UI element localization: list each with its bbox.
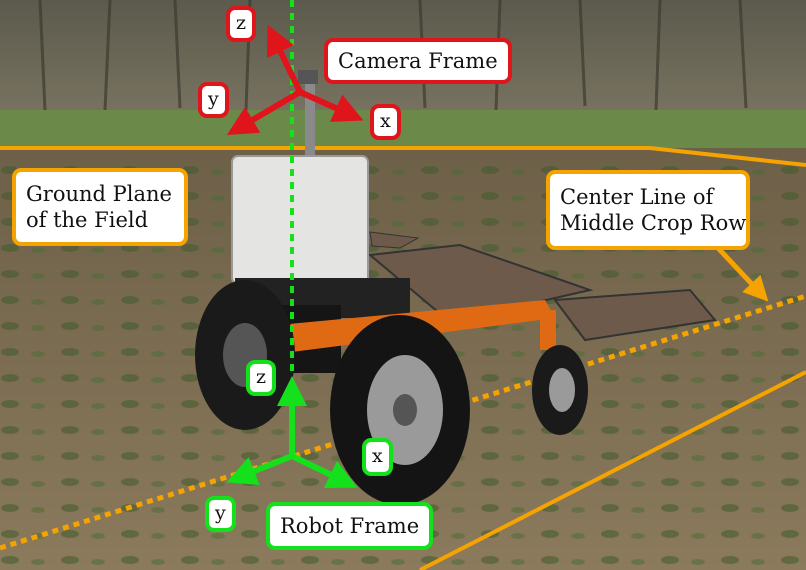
robot-y-label: y [205,496,236,532]
camera-frame-axes [226,24,364,136]
robot-x-axis [290,453,358,489]
camera-y-axis [226,89,302,136]
camera-z-label: z [226,6,257,42]
camera-x-axis [298,89,364,122]
robot-z-label: z [246,360,277,396]
robot-frame-title: Robot Frame [266,502,434,550]
ground-plane-label-line1: Ground Plane [26,181,172,206]
camera-z-axis [266,24,303,94]
crop-row-label: Center Line of Middle Crop Row [546,170,750,250]
ground-plane-label-line2: of the Field [26,208,149,232]
ground-plane-label: Ground Plane of the Field [12,168,188,246]
robot-frame-axes [226,376,358,489]
crop-row-label-line2: Middle Crop Row [560,211,747,235]
camera-frame-title: Camera Frame [324,38,512,84]
ground-plane-edge [419,370,806,570]
robot-x-label: x [362,438,393,476]
robot-y-axis [226,453,294,486]
grass-strip [0,110,806,150]
camera-x-label: x [370,104,401,140]
ground-plane-outline [0,146,806,167]
crop-row-label-line1: Center Line of [560,184,714,209]
camera-y-label: y [198,82,229,118]
crop-row-pointer-arrow [716,246,769,302]
